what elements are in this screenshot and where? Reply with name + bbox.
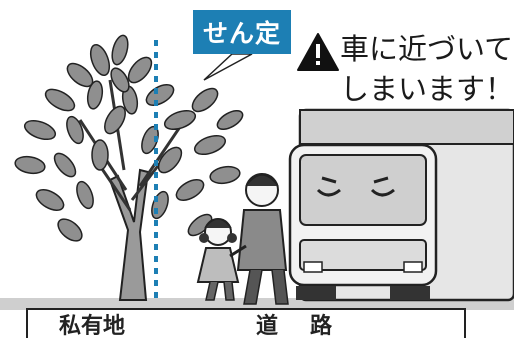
pedestrians bbox=[196, 173, 289, 305]
tag-pointer bbox=[203, 53, 253, 81]
road-label: 道路 bbox=[156, 308, 466, 339]
pruning-tag: せん定 bbox=[193, 10, 291, 54]
warning-text-line1: 車に近づいて bbox=[340, 32, 514, 66]
warning-text-line2: しまいます！ bbox=[340, 72, 514, 106]
warning-triangle-icon bbox=[297, 33, 339, 71]
private-land-label: 私有地 bbox=[26, 308, 158, 339]
truck bbox=[288, 108, 514, 302]
